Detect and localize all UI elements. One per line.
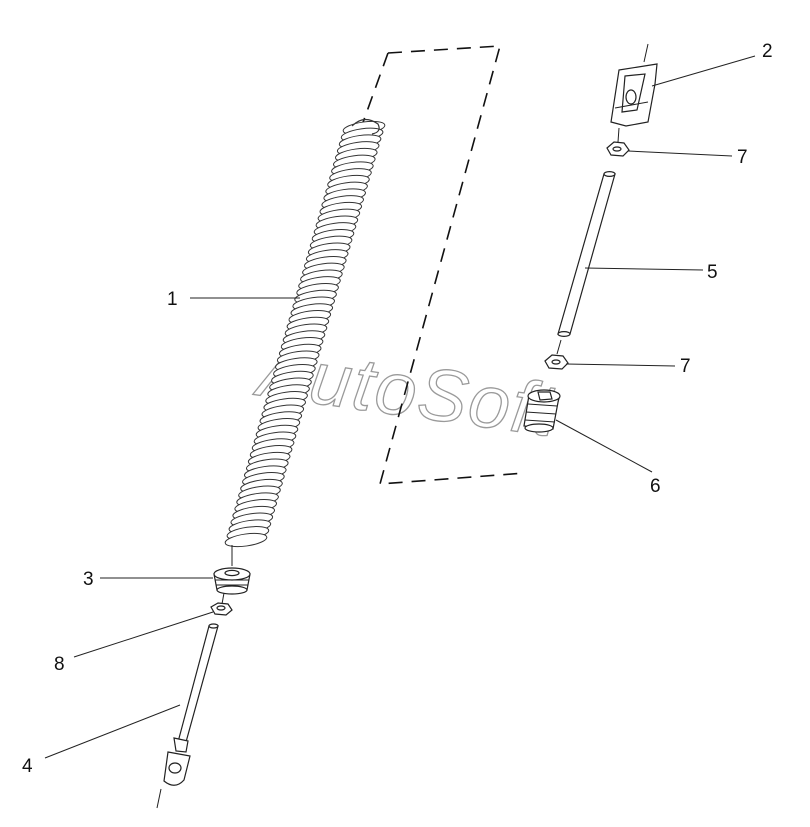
- callout-1: 1: [167, 289, 178, 310]
- leader-5: [584, 267, 704, 271]
- callout-3: 3: [83, 569, 94, 590]
- upper-spring-seat-part: [523, 389, 561, 433]
- leader-2: [651, 55, 756, 87]
- pull-rod-part: [557, 171, 616, 338]
- lower-hex-nut-part: [210, 592, 233, 616]
- clevis-fork-part: [610, 43, 658, 127]
- leader-4: [44, 704, 181, 759]
- callout-7-upper: 7: [737, 147, 748, 168]
- callout-5: 5: [707, 262, 718, 283]
- coil-spring-part: [224, 118, 386, 548]
- dashed-guide-left: [360, 52, 389, 129]
- callout-4: 4: [22, 756, 33, 777]
- leader-6: [555, 419, 653, 473]
- lower-spring-seat-part: [213, 545, 251, 595]
- assembly-dashed-outline: [378, 45, 526, 485]
- upper-hex-nut-part: [606, 127, 630, 157]
- callout-6: 6: [650, 476, 661, 497]
- leader-7b: [565, 363, 676, 367]
- leader-7a: [627, 150, 733, 157]
- leader-8: [73, 611, 214, 658]
- callout-7-middle: 7: [680, 356, 691, 377]
- callout-8: 8: [54, 654, 65, 675]
- spring-coil-turn: [224, 532, 268, 548]
- callouts: 1 2 3 4 5 6 7 7 8: [22, 41, 773, 777]
- spring-top-hook: [351, 118, 380, 135]
- eye-rod-part: [156, 623, 219, 809]
- callout-2: 2: [762, 41, 773, 62]
- middle-hex-nut-part: [544, 339, 569, 370]
